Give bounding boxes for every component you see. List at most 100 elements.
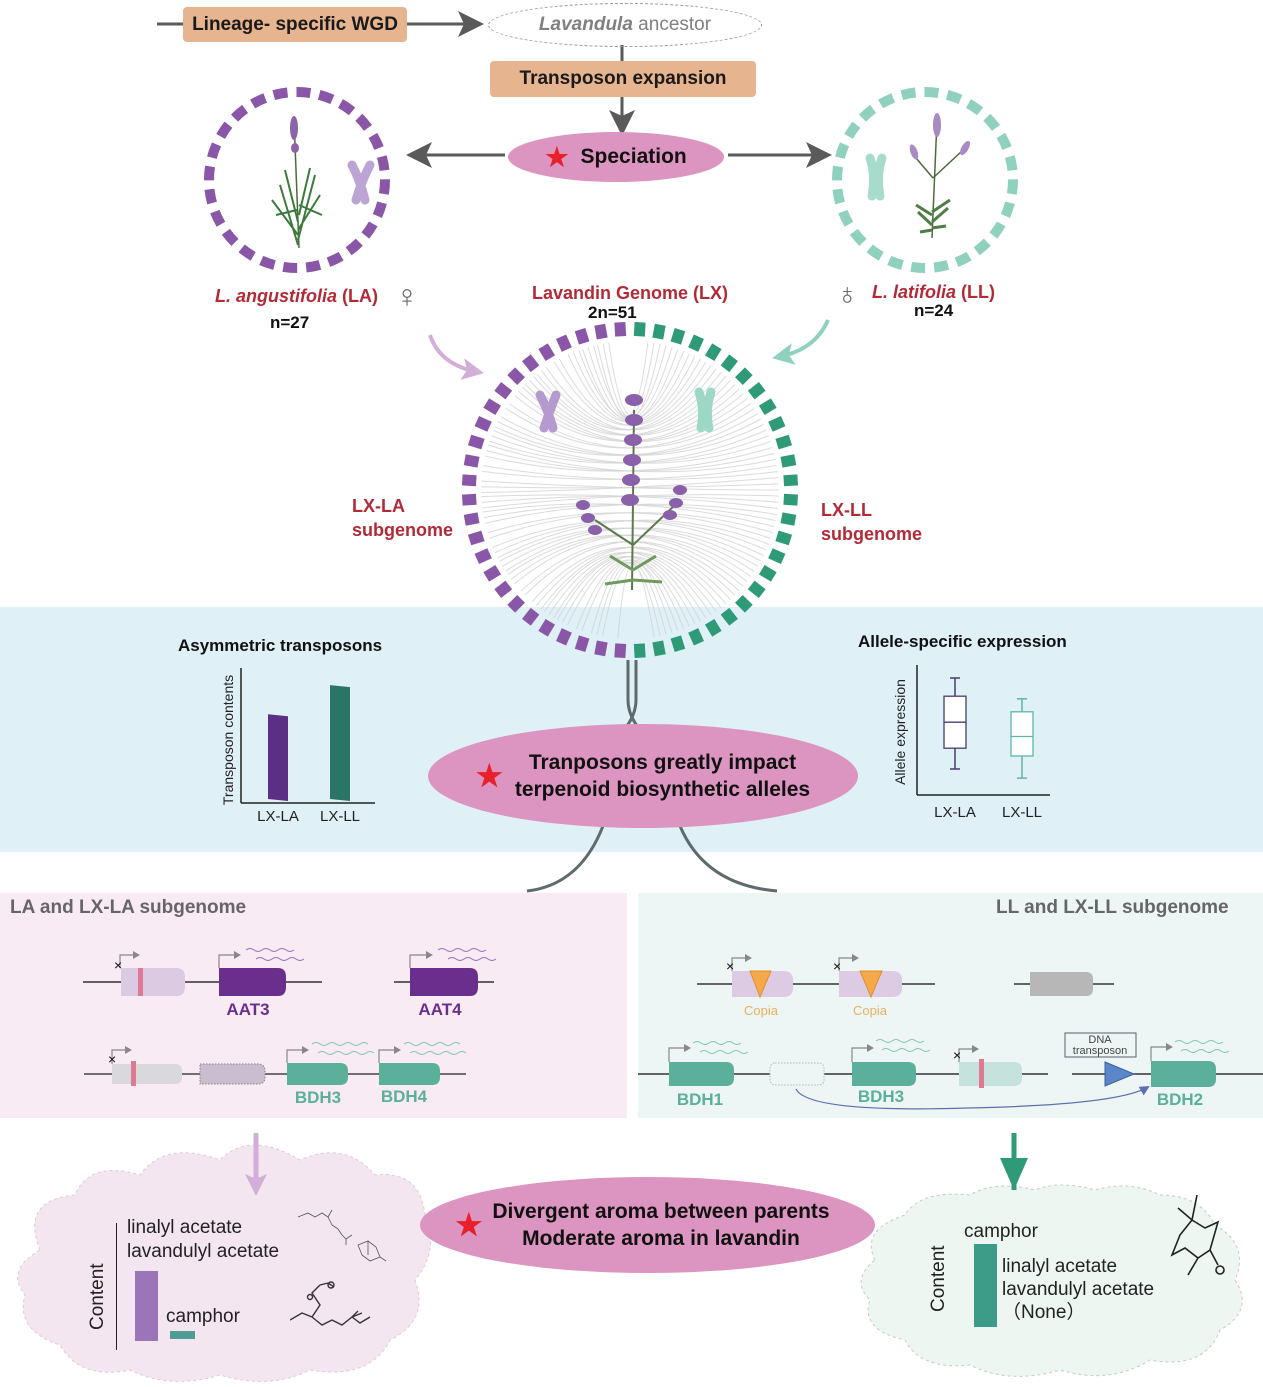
la-chromosome-segment xyxy=(556,628,572,646)
ll-bdh3-label: BDH3 xyxy=(858,1087,904,1106)
ll-bdh1-gene xyxy=(669,1062,734,1086)
la-bdh3-gene xyxy=(287,1063,348,1085)
linalyl-acetate-structure-icon xyxy=(290,1281,371,1326)
la-chromosome-segment xyxy=(574,327,590,345)
la-chromosome-segment xyxy=(461,474,477,487)
la-chromosome-segment xyxy=(614,321,627,337)
inactive-x-icon: × xyxy=(953,1047,961,1063)
transcript-icon xyxy=(255,957,305,961)
aat3-label: AAT3 xyxy=(226,1000,269,1019)
box-lx-ll xyxy=(1010,698,1034,779)
la-chromosome-segment xyxy=(507,595,525,613)
synteny-link xyxy=(617,563,655,639)
ll-chromosome-segment xyxy=(688,628,704,646)
ll-chromosome-segment xyxy=(758,564,777,582)
promoter-arrow-icon xyxy=(286,1049,302,1063)
la-content-axis-label: Content xyxy=(87,1263,108,1330)
star-icon: ★ xyxy=(455,1208,483,1242)
ll-panel-title: LL and LX-LL subgenome xyxy=(996,897,1229,918)
impact-to-la-panel-line xyxy=(526,825,605,893)
wgd-box: Lineage- specific WGD xyxy=(183,7,407,42)
chemical-structure-icons xyxy=(290,1209,387,1326)
la-chromosome-segment xyxy=(463,454,480,468)
inactive-x-icon: × xyxy=(726,958,734,974)
synteny-link xyxy=(531,546,722,608)
lavandin-chromosome-count: 2n=51 xyxy=(588,303,637,322)
mutation-mark xyxy=(138,968,143,996)
synteny-link xyxy=(548,551,712,616)
la-chromosome-count: n=27 xyxy=(270,313,310,332)
synteny-link xyxy=(481,480,779,491)
male-symbol-icon: ♀ xyxy=(836,279,859,312)
la-high-compounds: linalyl acetate lavandulyl acetate xyxy=(127,1216,279,1264)
la-bdh4-label: BDH4 xyxy=(381,1087,428,1106)
ll-chromosome-icon xyxy=(865,153,887,201)
ll-chromosome-segment xyxy=(633,643,646,659)
la-high-compound-1: linalyl acetate xyxy=(127,1217,243,1238)
promoter-arrow-icon xyxy=(731,957,745,971)
ll-low-compound-none: （None） xyxy=(1002,1302,1086,1323)
ll-bdh2-label: BDH2 xyxy=(1157,1090,1203,1109)
ll-high-compound: camphor xyxy=(964,1221,1038,1242)
bar-chart-title: Asymmetric transposons xyxy=(178,636,383,655)
ll-chromosome-segment xyxy=(704,343,722,362)
ancestor-genus: Lavandula xyxy=(538,14,633,35)
dna-transposon-label-box xyxy=(1064,1032,1137,1058)
synteny-link xyxy=(582,345,667,420)
transcript-icon xyxy=(1174,1040,1224,1044)
ll-bdh3-gene xyxy=(852,1062,916,1086)
synteny-link xyxy=(508,403,755,449)
box-chart-title: Allele-specific expression xyxy=(858,632,1067,651)
la-chromosome-segment xyxy=(507,367,525,385)
female-symbol-icon: ♀ xyxy=(395,278,419,314)
lavandin-plant-illustration xyxy=(576,394,687,591)
impact-to-ll-panel-line xyxy=(678,825,778,893)
ll-low-compound-1: linalyl acetate xyxy=(1002,1256,1118,1277)
ll-species-name: L. latifolia xyxy=(872,282,957,302)
synteny-link xyxy=(499,527,755,573)
mutation-mark xyxy=(131,1061,136,1086)
lavandulyl-acetate-structure-icon xyxy=(297,1209,353,1245)
ll-chromosome-segment xyxy=(633,321,646,337)
ll-to-cloud-arrowhead xyxy=(1000,1158,1028,1190)
dna-transposon-label-line1: DNA xyxy=(1088,1034,1112,1046)
synteny-link xyxy=(590,562,661,636)
ll-chromosome-segment xyxy=(747,382,766,400)
bar-chart-ylabel: Transposon contents xyxy=(220,675,236,805)
la-content-axis xyxy=(116,1223,117,1350)
lx-la-label-line2: subgenome xyxy=(352,520,454,540)
ll-chromosome-segment xyxy=(783,493,799,506)
la-chromosome-segment xyxy=(474,548,492,564)
ll-genome-ring xyxy=(832,87,1018,273)
transcript-icon xyxy=(409,1051,467,1055)
transcript-icon xyxy=(875,1039,925,1043)
star-icon: ★ xyxy=(545,141,569,172)
ll-chromosome-segment xyxy=(704,618,722,637)
bar-chart-xtick-lx-ll: LX-LL xyxy=(320,808,360,825)
transcript-icon xyxy=(447,957,497,961)
aat3-gene xyxy=(219,968,286,996)
aat4-label: AAT4 xyxy=(418,1000,462,1019)
synteny-link xyxy=(576,559,679,632)
promoter-arrow-icon xyxy=(958,1048,972,1062)
promoter-arrow-icon xyxy=(218,954,234,968)
ll-chromosome-count: n=24 xyxy=(914,301,954,320)
la-camphor-bar xyxy=(170,1331,195,1339)
transcript-icon xyxy=(311,1042,369,1046)
speciation-ellipse: ★ Speciation xyxy=(508,132,724,182)
transposon-impact-ellipse: ★ Tranposons greatly impact terpenoid bi… xyxy=(428,724,858,828)
star-icon: ★ xyxy=(475,759,503,793)
la-chromosome-segment xyxy=(594,323,608,340)
inactive-x-icon: × xyxy=(114,957,122,973)
la-chromosome-segment xyxy=(556,334,572,352)
ll-chromosome-segment xyxy=(652,323,666,340)
ll-chromosome-segment xyxy=(783,474,799,487)
ll-chromosome-segment xyxy=(775,530,793,546)
speciation-label: Speciation xyxy=(580,145,687,168)
la-chromosome-segment xyxy=(463,512,480,526)
dna-transposon-icon xyxy=(1104,1061,1136,1087)
ll-chromosome-segment xyxy=(775,434,793,450)
ll-chromosome-segment xyxy=(652,640,666,657)
la-silenced-gene-2 xyxy=(112,1064,182,1084)
ll-chromosome-segment xyxy=(735,595,753,613)
